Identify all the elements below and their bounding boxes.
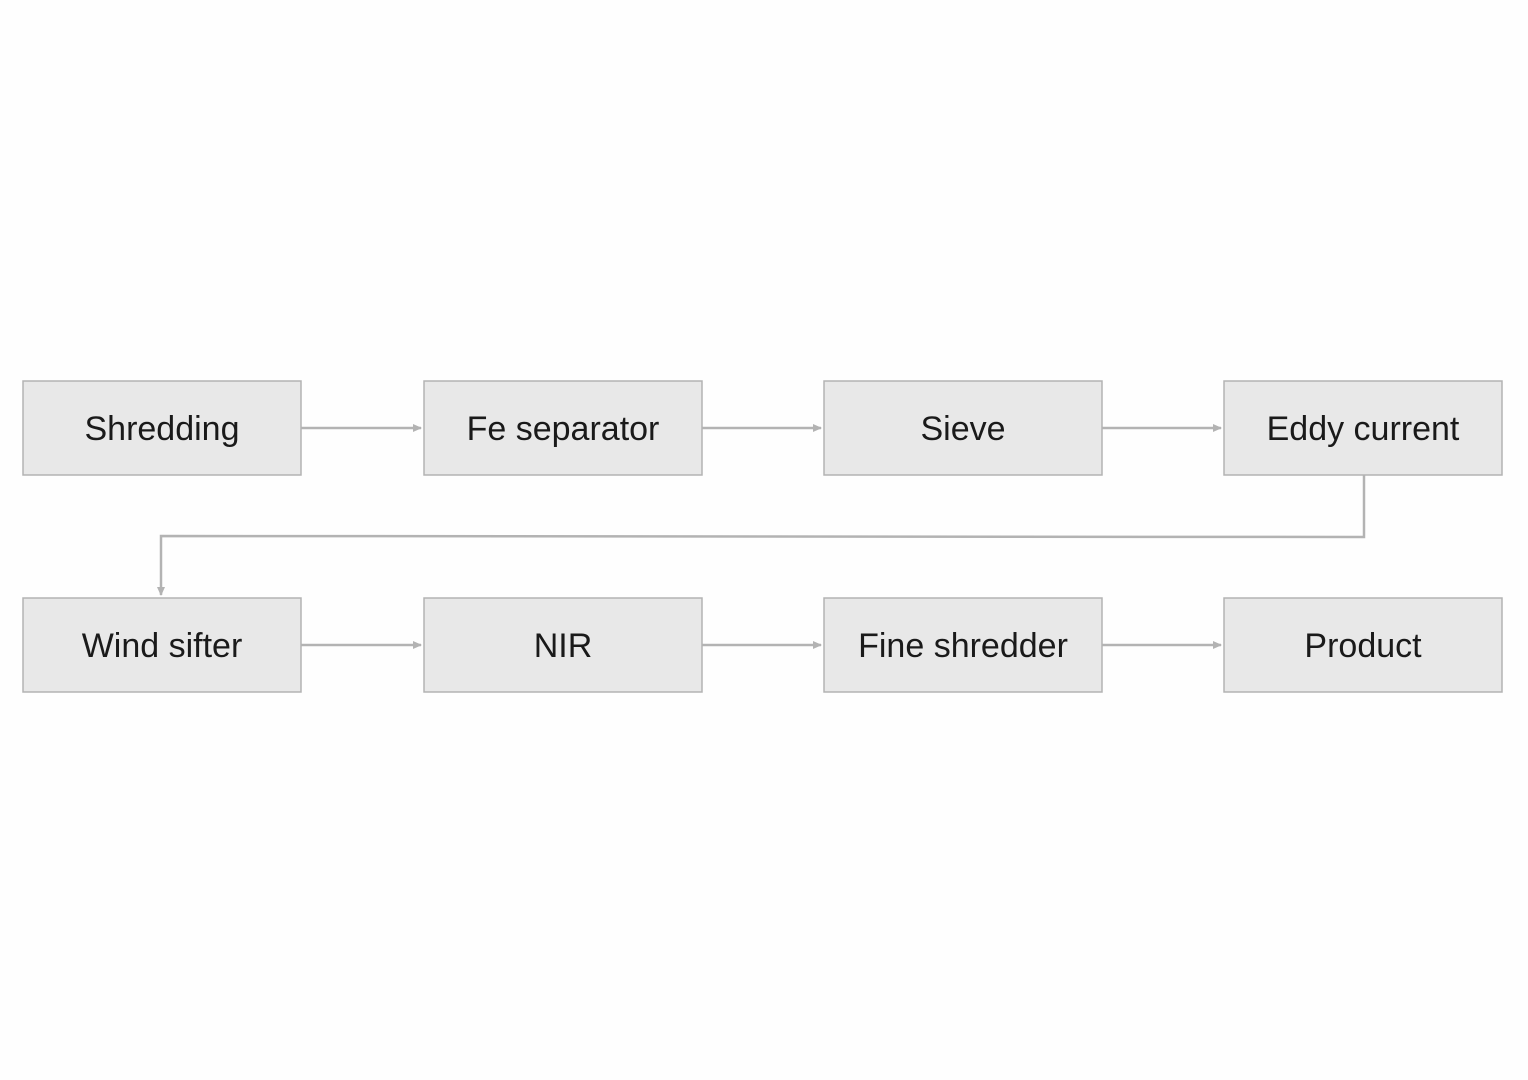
node-label-sieve: Sieve (920, 410, 1005, 448)
node-box-eddy-current (1223, 380, 1503, 476)
node-label-eddy-current: Eddy current (1267, 410, 1460, 448)
nodes: Shredding Fe separator Sieve Eddy currentWi… (22, 380, 1503, 693)
node-sieve: Sieve (823, 380, 1103, 476)
node-shredding: Shredding (22, 380, 302, 476)
node-eddy-current: Eddy current (1223, 380, 1503, 476)
node-fe-separator: Fe separator (423, 380, 703, 476)
node-product: Product (1223, 597, 1503, 693)
node-nir: NIR (423, 597, 703, 693)
node-fine-shredder: Fine shredder (823, 597, 1103, 693)
node-wind-sifter: Wind sifter (22, 597, 302, 693)
edges (157, 424, 1366, 649)
node-box-product (1223, 597, 1503, 693)
node-box-fe-separator (423, 380, 703, 476)
node-label-wind-sifter: Wind sifter (82, 627, 243, 665)
edge-eddy-current-to-wind-sifter (157, 475, 1366, 596)
node-box-nir (423, 597, 703, 693)
node-box-sieve (823, 380, 1103, 476)
node-label-product: Product (1304, 627, 1422, 665)
node-box-wind-sifter (22, 597, 302, 693)
node-label-nir: NIR (534, 627, 593, 665)
node-box-shredding (22, 380, 302, 476)
node-label-fe-separator: Fe separator (467, 410, 660, 448)
node-label-shredding: Shredding (84, 410, 239, 448)
node-label-fine-shredder: Fine shredder (858, 627, 1068, 665)
node-box-fine-shredder (823, 597, 1103, 693)
